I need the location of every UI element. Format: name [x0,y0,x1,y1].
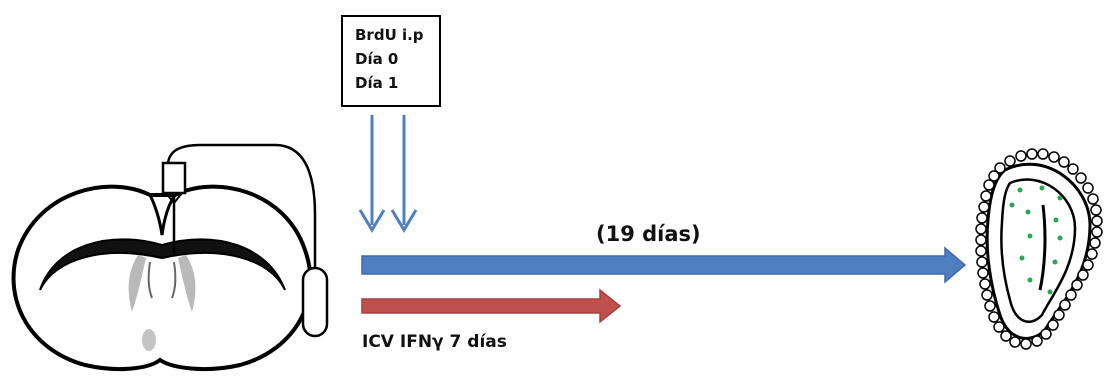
hippocampus-inner [1000,178,1077,324]
treatment-label: ICV IFNγ 7 días [362,332,507,352]
treatment-arrow-red [361,288,622,324]
brdu-line-day0: Día 0 [355,50,399,68]
osmotic-pump [301,266,329,338]
pump-tubing [166,143,317,268]
granule-layer [1038,204,1047,291]
cell-ring [975,148,1103,350]
brdu-line-injection: BrdU i.p [355,26,424,44]
ventricle-inner-left [147,261,153,299]
brdu-line-day1: Día 1 [355,74,399,92]
cannula-head [161,161,187,195]
brdu-arrows [358,115,418,233]
brain-section-icon [11,184,313,372]
third-ventricle [142,329,156,351]
cannula-tip [165,192,183,205]
hippocampus-section-icon [975,148,1103,350]
cannula-pump-icon [161,143,329,338]
left-ventricle [128,255,146,312]
brdu-cells [1009,185,1063,295]
corpus-callosum [39,238,286,291]
midline-notch [148,194,177,236]
ventricle-inner-right [171,261,177,299]
duration-label: (19 días) [596,222,701,246]
timeline-arrow-blue [361,246,967,284]
right-ventricle [178,255,196,312]
brain-outline [11,184,313,372]
brdu-injection-box: BrdU i.p Día 0 Día 1 [341,15,441,107]
